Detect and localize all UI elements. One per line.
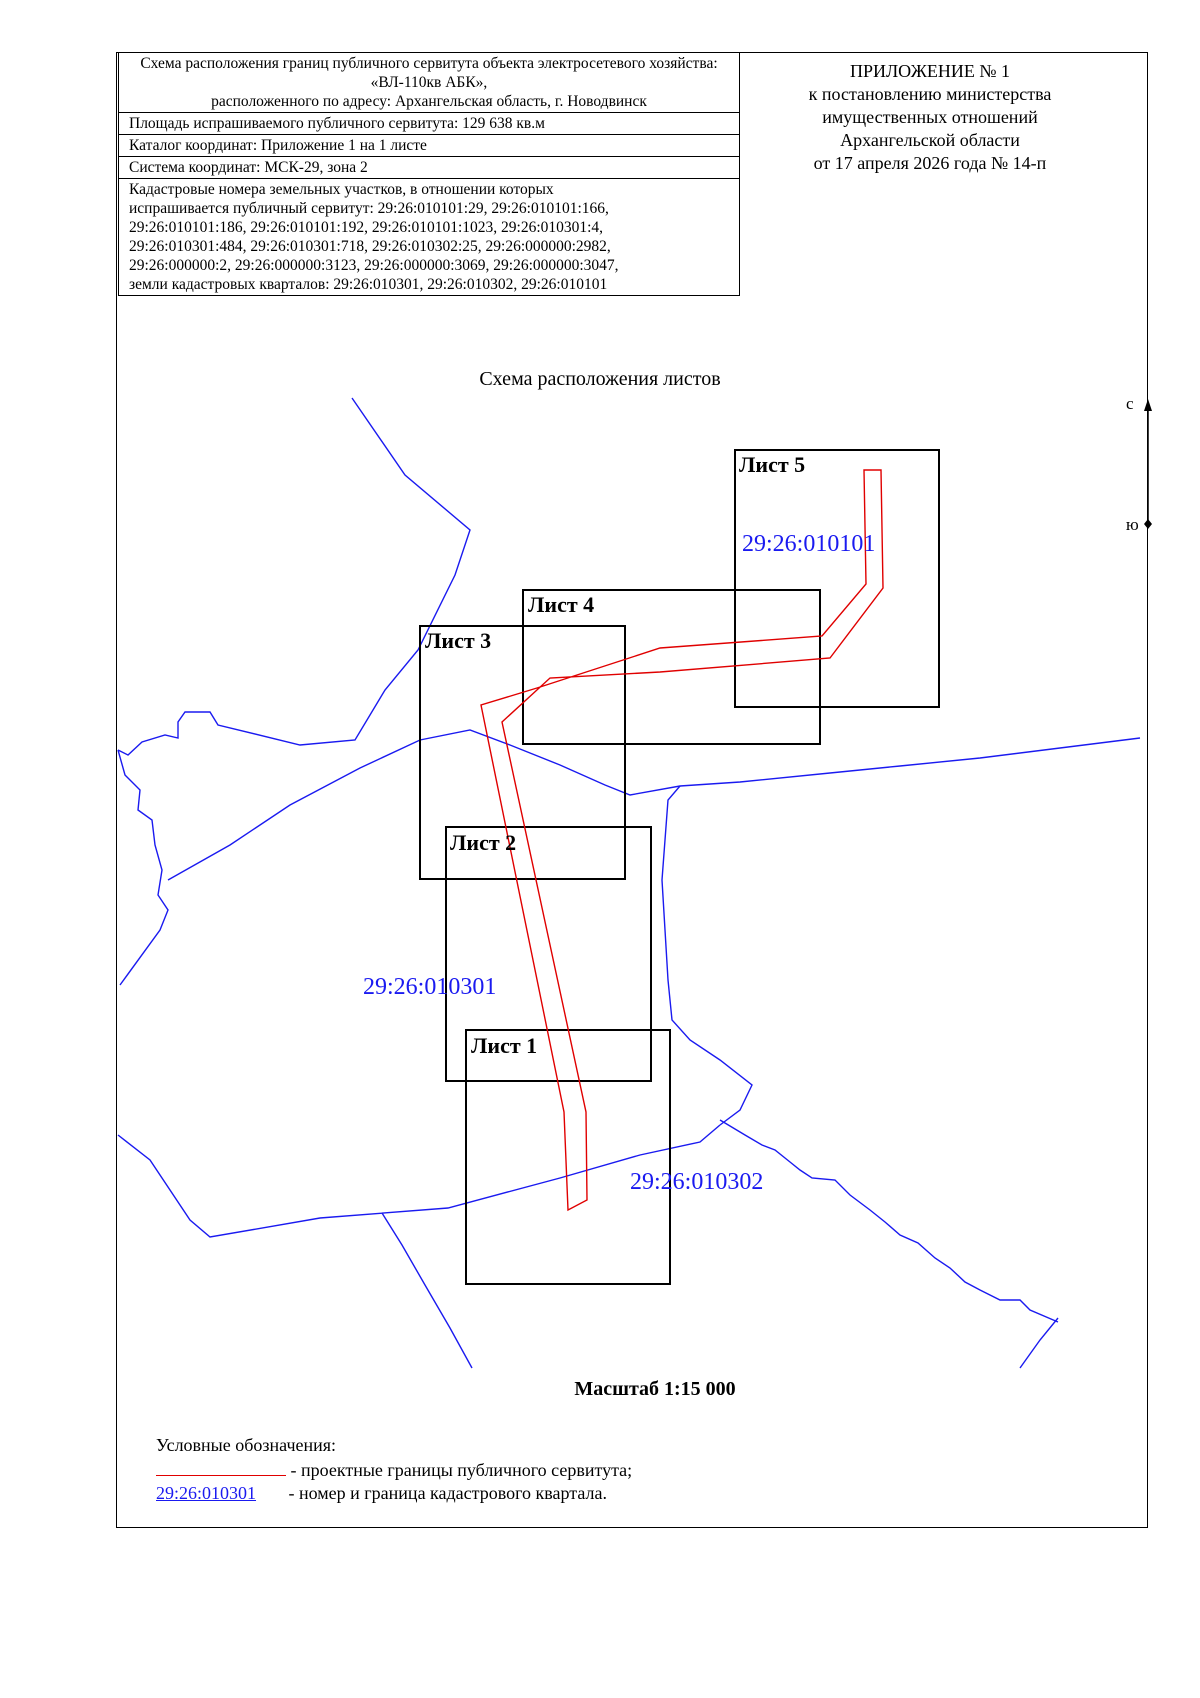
quarter-label-010302: 29:26:010302: [630, 1169, 763, 1195]
legend-title: Условные обозначения:: [156, 1435, 337, 1455]
appendix-line-5: от 17 апреля 2026 года № 14-п: [813, 153, 1047, 173]
sheet-5-frame[interactable]: [734, 449, 940, 708]
legend-quarter-text: - номер и граница кадастрового квартала.: [288, 1483, 608, 1503]
quarter-boundary-line: [1019, 1317, 1059, 1369]
scale-label: Масштаб 1:15 000: [574, 1378, 736, 1400]
cadastral-line-1: Кадастровые номера земельных участков, в…: [129, 181, 554, 198]
header-line-1: Схема расположения границ публичного сер…: [140, 55, 718, 72]
quarter-label-010301: 29:26:010301: [363, 974, 496, 1000]
sheet-4-label: Лист 4: [528, 592, 594, 617]
legend-easement-text: - проектные границы публичного сервитута…: [290, 1460, 633, 1480]
appendix-line-4: Архангельской области: [840, 130, 1020, 150]
cadastral-line-5: 29:26:000000:2, 29:26:000000:3123, 29:26…: [129, 257, 619, 274]
cadastral-line-3: 29:26:010101:186, 29:26:010101:192, 29:2…: [129, 219, 604, 236]
legend-quarter-sample: 29:26:010301: [156, 1483, 257, 1503]
header-line-2: «ВЛ-110кв АБК»,: [370, 74, 488, 91]
info-table: Схема расположения границ публичного сер…: [118, 52, 740, 296]
legend-easement-row: - проектные границы публичного сервитута…: [156, 1457, 632, 1482]
quarter-boundary-line: [719, 1119, 1059, 1323]
quarter-labels: 29:26:010101 29:26:010301 29:26:010302: [363, 531, 875, 1195]
map-title: Схема расположения листов: [479, 368, 721, 390]
sheet-1-label: Лист 1: [471, 1033, 537, 1058]
appendix-line-1: ПРИЛОЖЕНИЕ № 1: [849, 61, 1011, 81]
sheet-3-label: Лист 3: [425, 628, 491, 653]
appendix-line-3: имущественных отношений: [822, 107, 1038, 127]
cadastral-line-2: испрашивается публичный сервитут: 29:26:…: [129, 200, 609, 217]
cadastral-line-4: 29:26:010301:484, 29:26:010301:718, 29:2…: [129, 238, 611, 255]
coord-system-cell: Система координат: МСК-29, зона 2: [118, 156, 740, 179]
legend-quarter-row: 29:26:010301 - номер и граница кадастров…: [156, 1482, 632, 1505]
sheet-2-label: Лист 2: [450, 830, 516, 855]
sheet-frames: [419, 449, 940, 1285]
south-marker-icon: [1144, 519, 1152, 529]
quarter-label-010101: 29:26:010101: [742, 531, 875, 557]
north-arrow: с ю: [1126, 394, 1152, 534]
legend: Условные обозначения: - проектные границ…: [156, 1434, 632, 1505]
area-cell: Площадь испрашиваемого публичного сервит…: [118, 112, 740, 135]
sheet-labels: Лист 5 Лист 4 Лист 3 Лист 2 Лист 1: [425, 452, 805, 1058]
header-line-3: расположенного по адресу: Архангельская …: [211, 93, 647, 110]
quarter-boundary-line: [117, 749, 169, 986]
quarter-boundary-line: [117, 397, 471, 756]
cadastral-line-6: земли кадастровых кварталов: 29:26:01030…: [129, 276, 608, 293]
appendix-block: ПРИЛОЖЕНИЕ № 1 к постановлению министерс…: [740, 60, 1120, 175]
cadastral-cell: Кадастровые номера земельных участков, в…: [118, 178, 740, 296]
easement-boundary: [480, 469, 884, 1212]
sheet-3-frame[interactable]: [419, 625, 626, 880]
header-cell: Схема расположения границ публичного сер…: [118, 52, 740, 113]
sheet-2-frame[interactable]: [445, 826, 652, 1082]
quarter-boundary-line: [381, 1212, 473, 1369]
north-label: с: [1126, 394, 1134, 413]
appendix-line-2: к постановлению министерства: [808, 84, 1052, 104]
sheet-1-frame[interactable]: [465, 1029, 671, 1285]
quarter-boundary-line: [661, 785, 753, 1126]
south-label: ю: [1126, 515, 1139, 534]
north-arrow-head-icon: [1144, 399, 1152, 411]
legend-easement-swatch: [156, 1457, 286, 1476]
quarter-boundary-line: [167, 729, 1141, 881]
sheet-4-frame[interactable]: [522, 589, 821, 745]
sheet-5-label: Лист 5: [739, 452, 805, 477]
quarter-boundaries: [117, 397, 1141, 1369]
